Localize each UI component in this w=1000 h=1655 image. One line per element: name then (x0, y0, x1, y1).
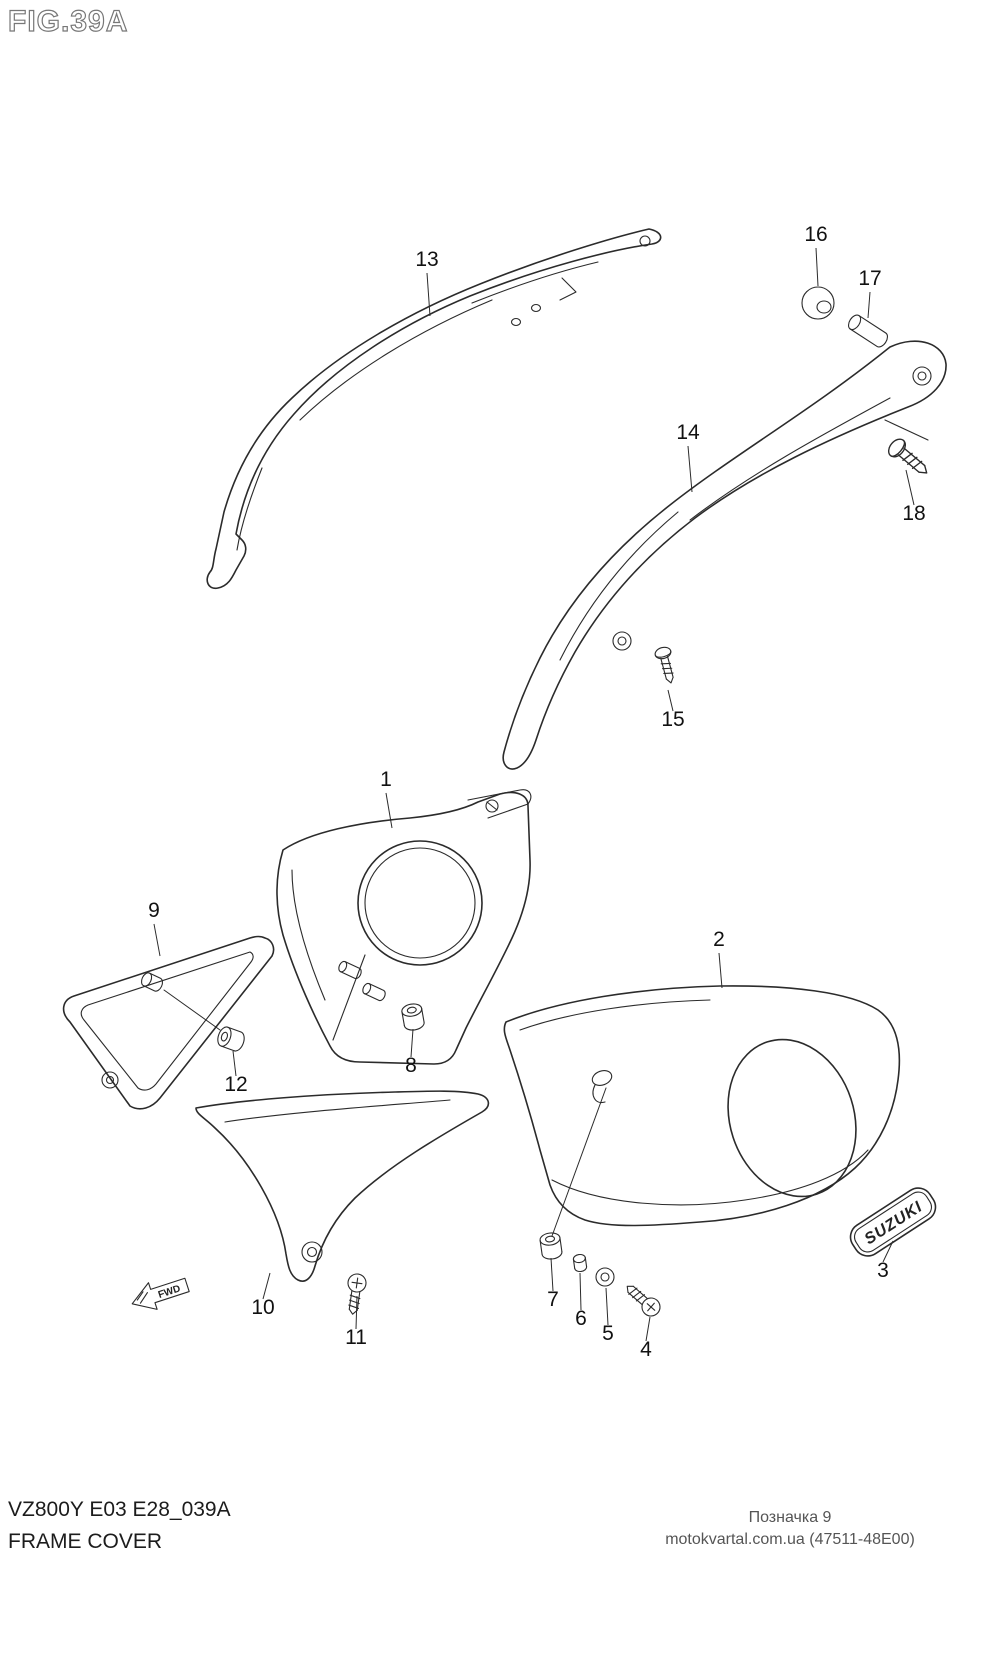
part-label-13: 13 (415, 248, 438, 271)
part-label-17: 17 (858, 267, 881, 290)
part-label-12: 12 (224, 1073, 247, 1096)
part-12-grommet (214, 1024, 248, 1054)
part-6-spacer (572, 1253, 588, 1273)
part-14-right-cover (502, 340, 947, 770)
part-label-3: 3 (877, 1259, 889, 1282)
part-13-upper-cover (206, 228, 662, 590)
part-1-frame-cover (276, 789, 532, 1065)
figure-title: FIG.39A (8, 5, 128, 38)
part-label-9: 9 (148, 899, 160, 922)
part-label-5: 5 (602, 1322, 614, 1345)
watermark-line2: motokvartal.com.ua (47511-48E00) (665, 1531, 915, 1548)
part-8-grommet (400, 1001, 426, 1033)
part-label-2: 2 (713, 928, 725, 951)
part-label-16: 16 (804, 223, 827, 246)
part-17-pin (847, 314, 888, 348)
part-4-screw (620, 1278, 665, 1321)
part-3-emblem: SUZUKI (849, 1187, 937, 1257)
part-label-1: 1 (380, 768, 392, 791)
leader-lines (153, 247, 915, 1342)
part-labels: 1 2 3 4 5 6 7 8 9 10 11 12 13 14 15 16 1… (148, 223, 926, 1361)
part-11-screw (343, 1272, 368, 1316)
part-label-8: 8 (405, 1054, 417, 1077)
part-2-side-cover (503, 985, 901, 1237)
model-code: VZ800Y E03 E28_039A (8, 1498, 231, 1521)
part-18-screw (884, 435, 934, 482)
watermark-line1: Позначка 9 (749, 1509, 832, 1526)
part-9-trim-frame (62, 935, 275, 1110)
part-label-7: 7 (547, 1288, 559, 1311)
part-5-nut (595, 1267, 615, 1287)
part-label-11: 11 (345, 1326, 367, 1349)
part-label-10: 10 (251, 1296, 274, 1319)
part-label-14: 14 (676, 421, 700, 444)
part-16-grommet (801, 286, 835, 320)
figure-name: FRAME COVER (8, 1530, 162, 1553)
part-15-screw (653, 645, 680, 686)
part-7-grommet (538, 1231, 564, 1261)
fwd-arrow: FWD (131, 1277, 190, 1310)
part-label-4: 4 (640, 1338, 652, 1361)
part-label-18: 18 (902, 502, 925, 525)
part-label-6: 6 (575, 1307, 587, 1330)
part-label-15: 15 (661, 708, 684, 731)
part-10-lower-cover (195, 1090, 490, 1282)
